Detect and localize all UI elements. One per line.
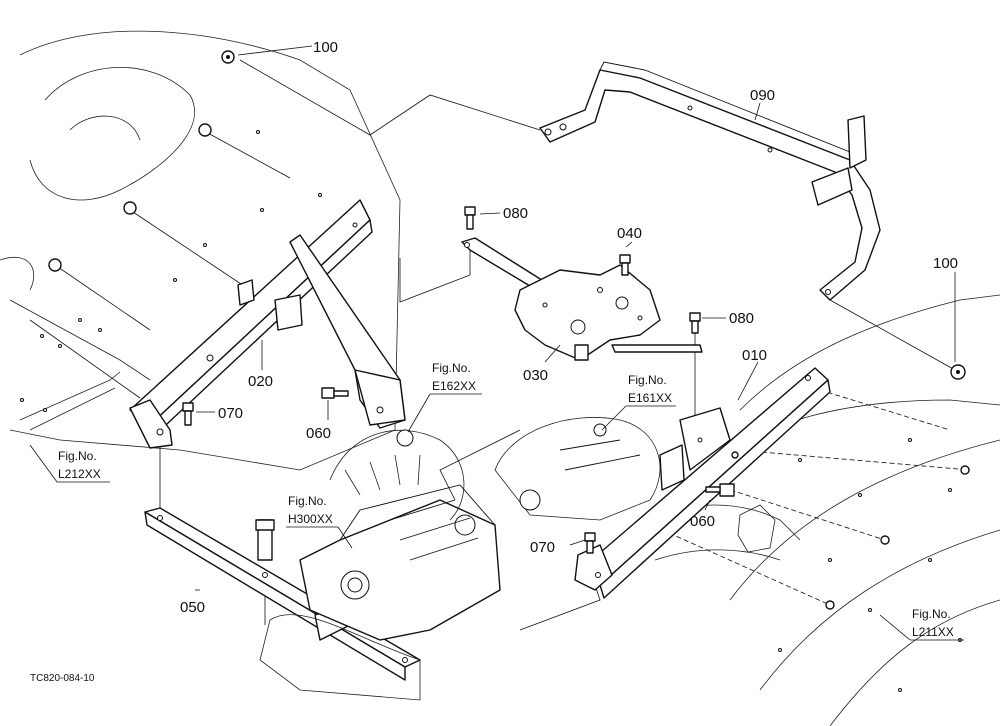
- bolt-070-right: [584, 532, 596, 554]
- label-010: 010: [742, 347, 767, 364]
- label-060-left: 060: [306, 425, 331, 442]
- label-020: 020: [248, 373, 273, 390]
- bolt-060-right: [705, 483, 735, 497]
- fig-ref-h300-line1: Fig.No.: [288, 494, 327, 508]
- fastener-bolts: [48, 50, 970, 610]
- fig-ref-e161-line2: E161XX: [628, 391, 672, 405]
- fig-ref-l212-line1: Fig.No.: [58, 449, 97, 463]
- fig-ref-e162-line2: E162XX: [432, 379, 476, 393]
- fig-ref-l212: Fig.No. L212XX: [29, 444, 110, 483]
- bolt-080-top: [464, 206, 476, 230]
- bolt-050-vertical: [255, 519, 275, 531]
- fig-ref-l211: Fig.No. L211XX: [879, 607, 964, 641]
- leader-lines: [29, 59, 971, 631]
- fig-ref-l211-line2: L211XX: [912, 625, 954, 639]
- bolt-100-upper: [221, 50, 235, 64]
- label-060-right: 060: [690, 513, 715, 530]
- fig-ref-e161-line1: Fig.No.: [628, 373, 667, 387]
- label-080-right: 080: [729, 310, 754, 327]
- fig-ref-e161: Fig.No. E161XX: [601, 373, 676, 431]
- bolt-060-left: [321, 387, 349, 399]
- fig-ref-h300-line2: H300XX: [288, 512, 333, 526]
- drawing-code: TC820-084-10: [30, 673, 95, 684]
- label-070-left: 070: [218, 405, 243, 422]
- label-080-top: 080: [503, 205, 528, 222]
- fig-ref-e162: Fig.No. E162XX: [407, 361, 482, 433]
- left-fender-housing: [0, 30, 401, 471]
- fig-ref-l211-line1: Fig.No.: [912, 607, 951, 621]
- figure-references: Fig.No. L212XX Fig.No. E162XX Fig.No. E1…: [29, 361, 964, 641]
- part-010-bracket: [574, 367, 831, 599]
- fig-ref-h300: Fig.No. H300XX: [286, 494, 353, 549]
- bolt-040: [619, 254, 631, 276]
- bolt-070-left: [182, 402, 194, 426]
- label-030: 030: [523, 367, 548, 384]
- hydraulic-assembly-left: [329, 429, 465, 521]
- label-050: 050: [180, 599, 205, 616]
- bolt-100-right: [950, 364, 966, 380]
- part-020-bracket: [129, 199, 406, 449]
- part-030-plate: [461, 237, 703, 361]
- label-070-right: 070: [530, 539, 555, 556]
- label-090: 090: [750, 87, 775, 104]
- right-fender-housing: [639, 294, 1000, 726]
- valve-body-assembly: [257, 484, 501, 701]
- part-labels: 100 090 080 040 080 100 010 030 020 070 …: [180, 39, 958, 616]
- bolt-080-right: [689, 312, 701, 334]
- hydraulic-assembly-right: [494, 417, 661, 521]
- part-090-bracket: [539, 61, 881, 301]
- label-100-upper: 100: [313, 39, 338, 56]
- fig-ref-l212-line2: L212XX: [58, 467, 101, 481]
- fig-ref-e162-line1: Fig.No.: [432, 361, 471, 375]
- label-100-right: 100: [933, 255, 958, 272]
- label-040: 040: [617, 225, 642, 242]
